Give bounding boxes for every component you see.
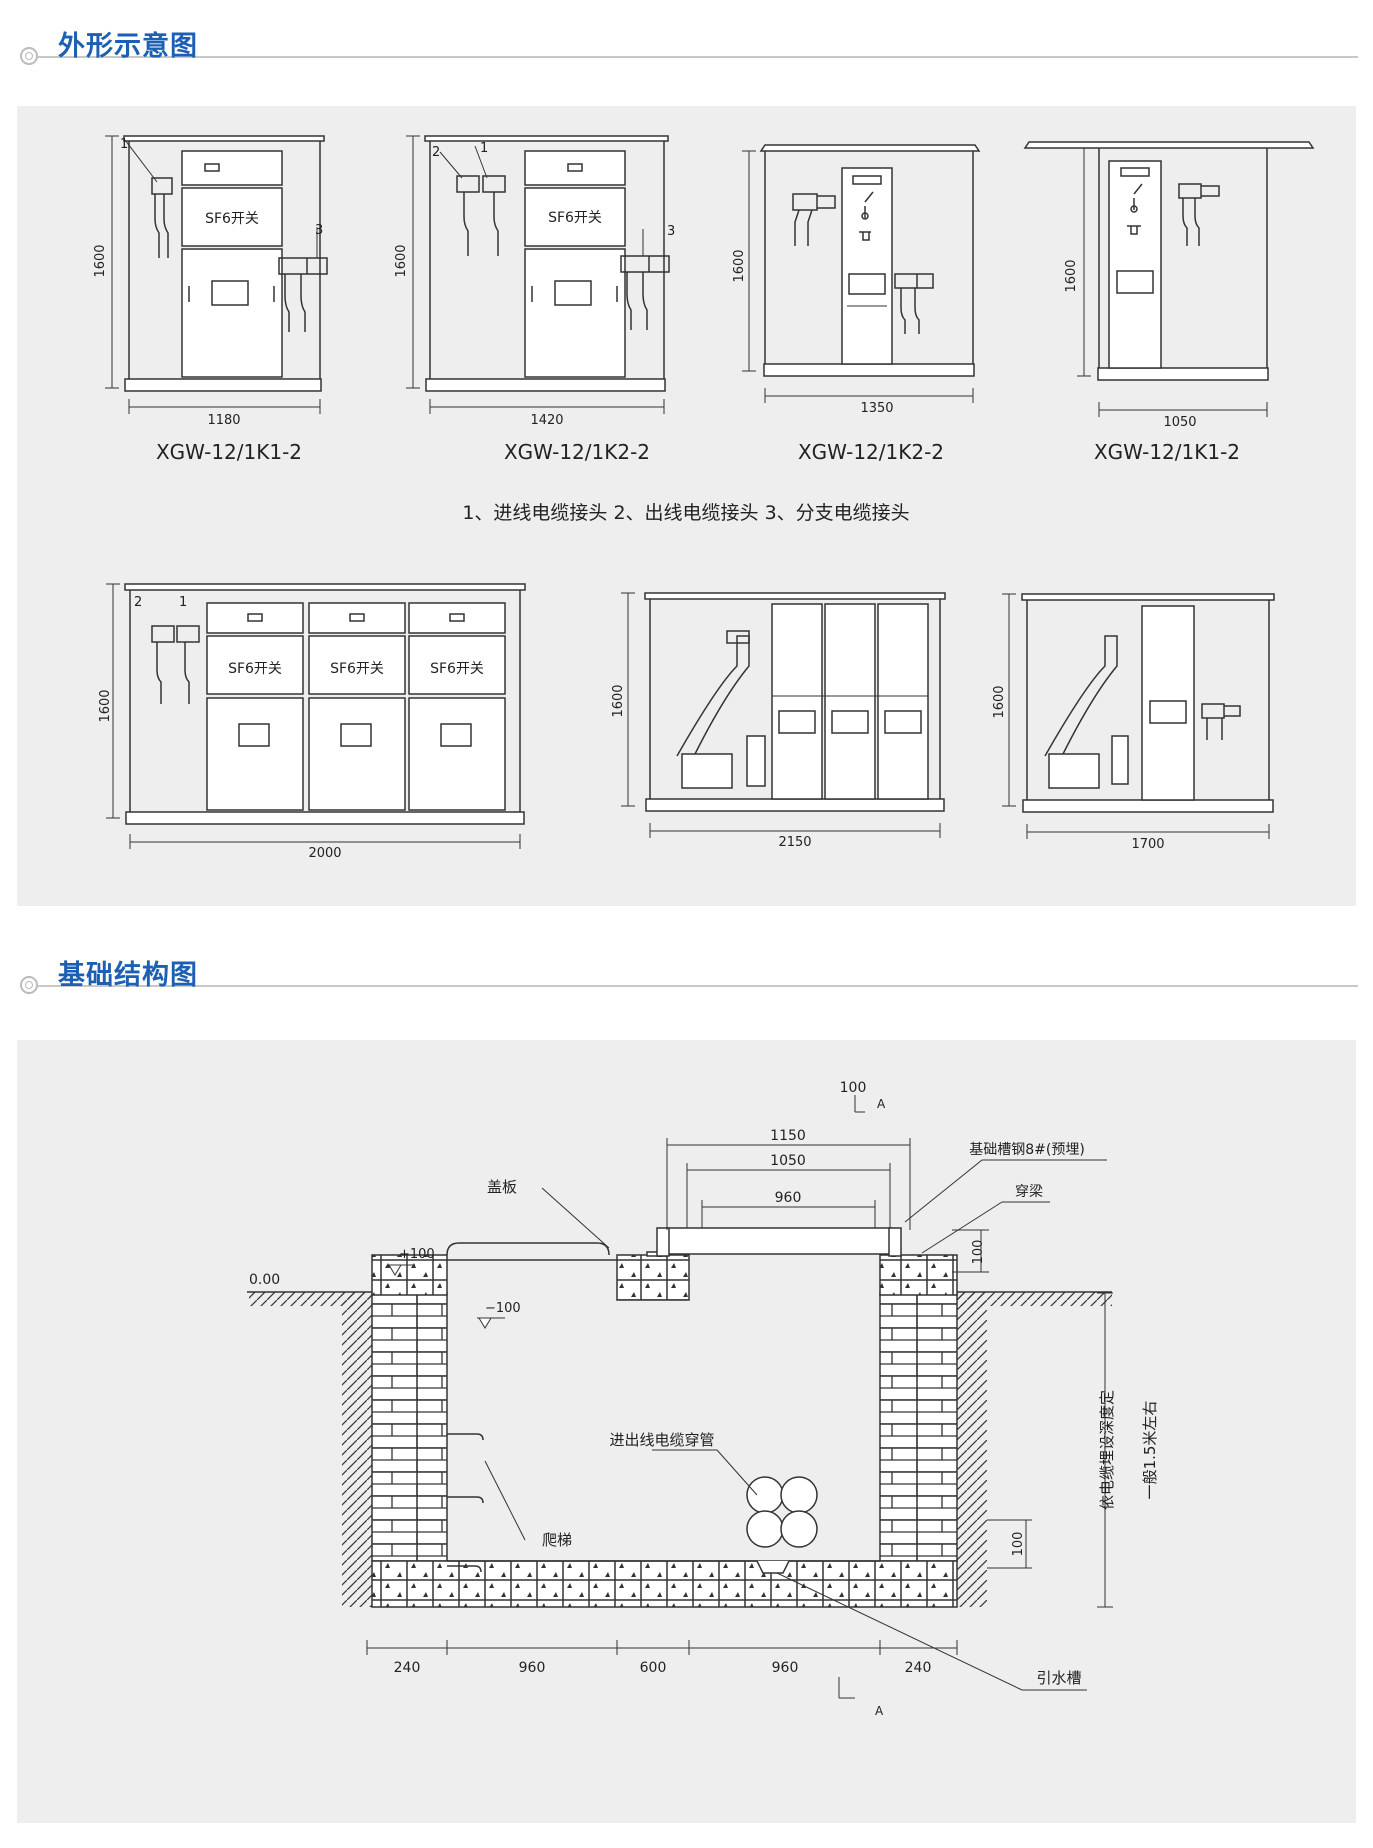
unit-3-width-dim: 1350 xyxy=(860,401,893,416)
unit-2-drawing xyxy=(406,135,670,414)
unit-1-label-3: 3 xyxy=(315,223,323,238)
left-brick-wall xyxy=(371,1292,448,1562)
unit-4-model: XGW-12/1K1-2 xyxy=(1094,440,1240,464)
unit-6-height-dim: 1600 xyxy=(611,684,626,717)
label-depth-2: 一般1.5米左右 xyxy=(1141,1401,1159,1500)
dim-1050: 1050 xyxy=(770,1153,806,1169)
bullet-circle-icon xyxy=(20,47,38,65)
unit-6-drawing xyxy=(621,592,946,838)
section-mark-a-top: A xyxy=(877,1097,886,1111)
cover-plate xyxy=(446,1242,610,1256)
section-divider xyxy=(38,56,1358,58)
section-divider xyxy=(38,985,1358,987)
unit-5-switch-label-1: SF6开关 xyxy=(228,661,282,677)
level-plus: +100 xyxy=(399,1247,435,1262)
appearance-panel: 1600 1180 SF6开关 1 3 XGW-12/1K1-2 1600 14… xyxy=(17,106,1356,906)
unit-2-model: XGW-12/1K2-2 xyxy=(504,440,650,464)
dim-bottom-240-left: 240 xyxy=(394,1660,421,1676)
channel-steel xyxy=(666,1227,893,1255)
foundation-panel: 100 A 1150 1050 960 盖板 基础槽钢8#(预埋) 穿梁 +10… xyxy=(17,1040,1356,1823)
cable-pipes xyxy=(746,1476,818,1548)
right-top-concrete xyxy=(879,1254,958,1296)
unit-7-width-dim: 1700 xyxy=(1131,837,1164,852)
dimension-lines xyxy=(366,1095,1113,1699)
section-header-foundation: 基础结构图 xyxy=(0,951,1373,1001)
unit-5-drawing xyxy=(106,583,526,849)
unit-1-drawing xyxy=(105,135,328,414)
unit-2-width-dim: 1420 xyxy=(530,413,563,428)
unit-6-width-dim: 2150 xyxy=(778,835,811,850)
label-ladder: 爬梯 xyxy=(542,1531,572,1549)
label-drain: 引水槽 xyxy=(1036,1669,1081,1687)
section-header-appearance: 外形示意图 xyxy=(0,22,1373,72)
bottom-slab xyxy=(371,1560,958,1608)
level-minus: −100 xyxy=(485,1301,521,1316)
dim-960: 960 xyxy=(775,1190,802,1206)
side-dim-bottom: 100 xyxy=(1011,1532,1026,1557)
dim-bottom-240-right: 240 xyxy=(905,1660,932,1676)
unit-4-width-dim: 1050 xyxy=(1163,415,1196,430)
unit-2-switch-label: SF6开关 xyxy=(548,210,602,226)
unit-5-height-dim: 1600 xyxy=(98,689,113,722)
unit-5-width-dim: 2000 xyxy=(308,846,341,861)
right-brick-wall xyxy=(879,1292,958,1562)
label-cable-pipe: 进出线电缆穿管 xyxy=(609,1431,714,1449)
label-beam: 穿梁 xyxy=(1015,1184,1043,1200)
unit-1-model: XGW-12/1K1-2 xyxy=(156,440,302,464)
dim-bottom-600: 600 xyxy=(640,1660,667,1676)
unit-2-label-2: 2 xyxy=(432,145,440,160)
unit-4-drawing xyxy=(1023,141,1315,417)
dim-bottom-960-left: 960 xyxy=(519,1660,546,1676)
unit-3-drawing xyxy=(742,144,981,403)
middle-beam xyxy=(616,1254,690,1301)
left-top-concrete xyxy=(371,1254,448,1296)
unit-7-drawing xyxy=(1002,593,1275,839)
unit-3-model: XGW-12/1K2-2 xyxy=(798,440,944,464)
cable-joint-legend: 1、进线电缆接头 2、出线电缆接头 3、分支电缆接头 xyxy=(462,502,909,524)
label-channel-steel: 基础槽钢8#(预埋) xyxy=(969,1141,1085,1158)
unit-7-height-dim: 1600 xyxy=(992,685,1007,718)
unit-1-width-dim: 1180 xyxy=(207,413,240,428)
appearance-drawing: 1600 1180 SF6开关 1 3 XGW-12/1K1-2 1600 14… xyxy=(93,135,1315,861)
dim-1150: 1150 xyxy=(770,1128,806,1144)
foundation-drawing: 100 A 1150 1050 960 盖板 基础槽钢8#(预埋) 穿梁 +10… xyxy=(247,1080,1159,1718)
unit-2-label-1: 1 xyxy=(480,141,488,156)
unit-2-label-3: 3 xyxy=(667,224,675,239)
dim-top-100: 100 xyxy=(840,1080,867,1096)
unit-4-height-dim: 1600 xyxy=(1064,259,1079,292)
ground-hatch xyxy=(247,1291,1112,1607)
unit-1-label-1: 1 xyxy=(120,137,128,152)
section-title: 外形示意图 xyxy=(58,31,198,62)
section-mark-a-bottom: A xyxy=(875,1704,884,1718)
bullet-circle-icon xyxy=(20,976,38,994)
unit-1-height-dim: 1600 xyxy=(93,244,108,277)
unit-5-label-1: 1 xyxy=(179,595,187,610)
unit-2-height-dim: 1600 xyxy=(394,244,409,277)
unit-5-switch-label-3: SF6开关 xyxy=(430,661,484,677)
unit-1-switch-label: SF6开关 xyxy=(205,211,259,227)
label-cover: 盖板 xyxy=(487,1178,517,1196)
unit-3-height-dim: 1600 xyxy=(732,249,747,282)
section-title: 基础结构图 xyxy=(58,960,198,991)
ladder-rungs xyxy=(447,1433,484,1573)
unit-5-label-2: 2 xyxy=(134,595,142,610)
label-depth-1: 依电缆埋设深度定 xyxy=(1098,1390,1116,1510)
unit-5-switch-label-2: SF6开关 xyxy=(330,661,384,677)
dim-bottom-960-right: 960 xyxy=(772,1660,799,1676)
side-dim-top: 100 xyxy=(971,1240,986,1265)
level-zero: 0.00 xyxy=(249,1272,280,1288)
